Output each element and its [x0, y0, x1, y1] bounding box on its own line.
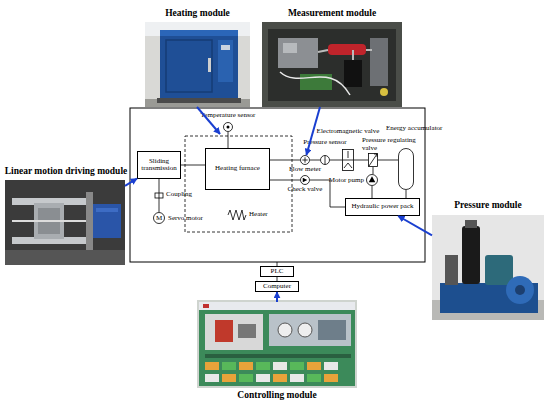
module-label: Heating module: [145, 8, 250, 19]
pipe-line: [330, 160, 342, 161]
valve-symbol: Electromagnetic valve: [342, 149, 354, 171]
system-frame: [130, 108, 425, 262]
control-screenshot: [197, 300, 357, 388]
accumulator-symbol-outline: [398, 148, 414, 190]
linear-motion-photo: [5, 180, 125, 265]
module-photo: Heating module: [145, 22, 250, 107]
pipe-line: [310, 160, 320, 161]
module-photo: Controlling module: [197, 302, 357, 388]
pipe-line: [159, 179, 160, 212]
pressure-sensor-symbol-outline: [320, 155, 330, 165]
pressure-sensor-symbol: Pressure sensor: [320, 155, 330, 165]
component-label: Temperature sensor: [188, 112, 268, 120]
component-label: Flow meter: [275, 166, 335, 174]
pump-symbol-outline: [366, 174, 378, 186]
process-box: Sliding transmission: [137, 151, 181, 179]
pipe-line: [372, 186, 373, 198]
flow-meter-symbol: Flow meter: [300, 155, 310, 165]
pipe-line: [373, 167, 374, 174]
part-label: Coupling: [166, 191, 192, 199]
module-label: Measurement module: [262, 8, 402, 19]
heater-symbol: Heater: [228, 210, 246, 220]
component-label: Sliding transmission: [138, 158, 180, 173]
motor-symbol: MServo motor: [153, 212, 165, 224]
component-label: Pressure sensor: [290, 139, 360, 147]
valve-symbol: Pressure regulating valve: [368, 153, 378, 167]
heater-symbol-outline: [228, 210, 246, 220]
valve-symbol-outline: [342, 149, 354, 171]
module-label: Pressure module: [432, 200, 544, 211]
component-label: Servo motor: [168, 215, 203, 223]
module-photo: Measurement module: [262, 22, 402, 107]
pipe-line: [181, 165, 205, 166]
pipe-line: [354, 160, 368, 161]
pipe-line: [378, 160, 398, 161]
process-box: Hydraulic power pack: [345, 198, 420, 216]
pipe-line: [270, 180, 300, 181]
module-photo: Linear motion driving module: [5, 180, 125, 265]
temperature-sensor-symbol: Temperature sensor: [223, 122, 233, 132]
temperature-sensor-symbol-outline: [223, 122, 233, 132]
component-label: Check valve: [275, 186, 335, 194]
valve-symbol-outline: [368, 153, 378, 167]
pump-symbol: Motor pump: [366, 174, 378, 186]
heating-photo: [145, 22, 250, 107]
flow-meter-symbol-outline: [300, 155, 310, 165]
component-label: Motor pump: [318, 177, 364, 185]
module-arrow: [125, 179, 137, 186]
module-arrow: [398, 216, 432, 235]
pipe-line: [270, 160, 300, 161]
component-label: Hydraulic power pack: [351, 203, 413, 211]
component-label: Energy accumulator: [386, 125, 442, 133]
process-box: Heating furnace: [205, 148, 270, 190]
coupling-symbol: [155, 193, 163, 198]
module-label: Controlling module: [197, 390, 357, 401]
module-arrow: [306, 107, 320, 155]
pressure-photo: [432, 215, 544, 320]
accumulator-symbol: Energy accumulator: [398, 148, 414, 190]
module-arrow: [276, 292, 278, 302]
pointer-arrow: [197, 107, 220, 134]
component-label: Electromagnetic valve: [308, 128, 388, 136]
pipe-line: [310, 180, 345, 207]
measurement-photo: [262, 22, 402, 107]
pipe-line: [277, 277, 278, 281]
pipe-line: [406, 190, 407, 198]
component-label: PLC: [271, 268, 284, 276]
process-box: Computer: [255, 281, 299, 292]
pipe-line: [228, 132, 229, 148]
component-label: Computer: [263, 283, 291, 291]
process-box: PLC: [260, 266, 294, 277]
check-valve-symbol: Check valve: [300, 175, 310, 185]
check-valve-symbol-outline: [300, 175, 310, 185]
component-label: Heater: [249, 211, 268, 219]
module-photo: Pressure module: [432, 215, 544, 320]
component-label: M: [153, 215, 165, 223]
component-label: Heating furnace: [215, 165, 260, 173]
module-label: Linear motion driving module: [0, 166, 132, 177]
